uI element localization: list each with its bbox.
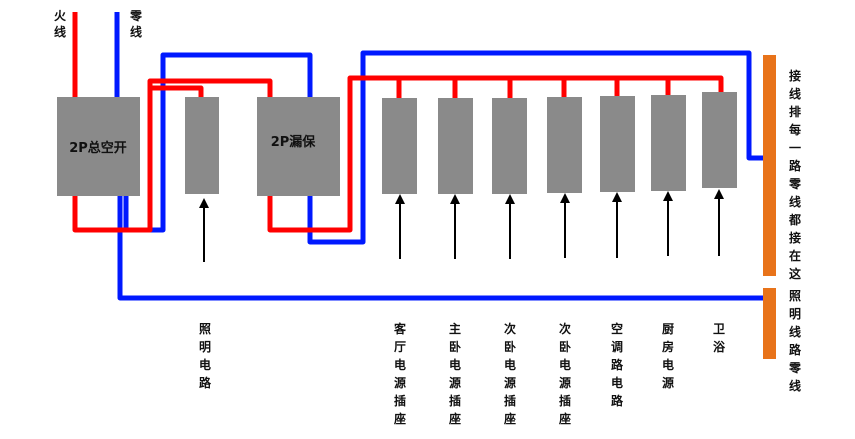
- circuit-label-1: 照明电路: [199, 321, 212, 390]
- live-lighting-tap: [150, 85, 204, 97]
- live-main-to-rcd-wire: [72, 78, 273, 233]
- circuit-label-2: 客厅电源插座: [393, 321, 407, 426]
- rcd-box: [257, 97, 340, 196]
- lighting-breaker-box: [185, 97, 219, 194]
- lighting-neutral-wire: [117, 196, 763, 301]
- circuit-label-7: 厨房电源: [662, 321, 674, 390]
- main-breaker-box: [57, 97, 140, 196]
- breaker-box-4: [547, 97, 582, 193]
- main-breaker-label: 2P总空开: [69, 140, 127, 156]
- live-wire-label: 火线: [54, 9, 67, 39]
- neutral-bar: [763, 55, 776, 276]
- arrows: [199, 189, 724, 262]
- breaker-box-7: [702, 92, 737, 188]
- neutral-main-to-rcd-wire: [123, 52, 313, 233]
- breaker-box-2: [438, 98, 473, 194]
- lighting-neutral-bar: [763, 288, 776, 359]
- breaker-box-3: [492, 98, 527, 194]
- neutral-bar-note: 接线排每一路零线都接在这: [788, 68, 802, 281]
- circuit-label-8: 卫浴: [713, 322, 726, 354]
- circuit-label-4: 次卧电源插座: [503, 321, 516, 426]
- neutral-rcd-out-wire: [307, 50, 763, 245]
- live-wires: [72, 12, 724, 233]
- rcd-label: 2P漏保: [271, 134, 317, 150]
- live-rcd-out-wire: [267, 75, 724, 233]
- breaker-box-6: [651, 95, 686, 191]
- breaker-box-5: [600, 96, 635, 192]
- circuit-label-6: 空调路电路: [611, 321, 624, 408]
- circuit-label-3: 主卧电源插座: [448, 321, 461, 426]
- circuit-label-5: 次卧电源插座: [558, 321, 571, 426]
- lighting-neutral-note: 照明线路零线: [788, 288, 802, 393]
- neutral-wire-label: 零线: [129, 9, 143, 39]
- breaker-box-1: [382, 98, 417, 194]
